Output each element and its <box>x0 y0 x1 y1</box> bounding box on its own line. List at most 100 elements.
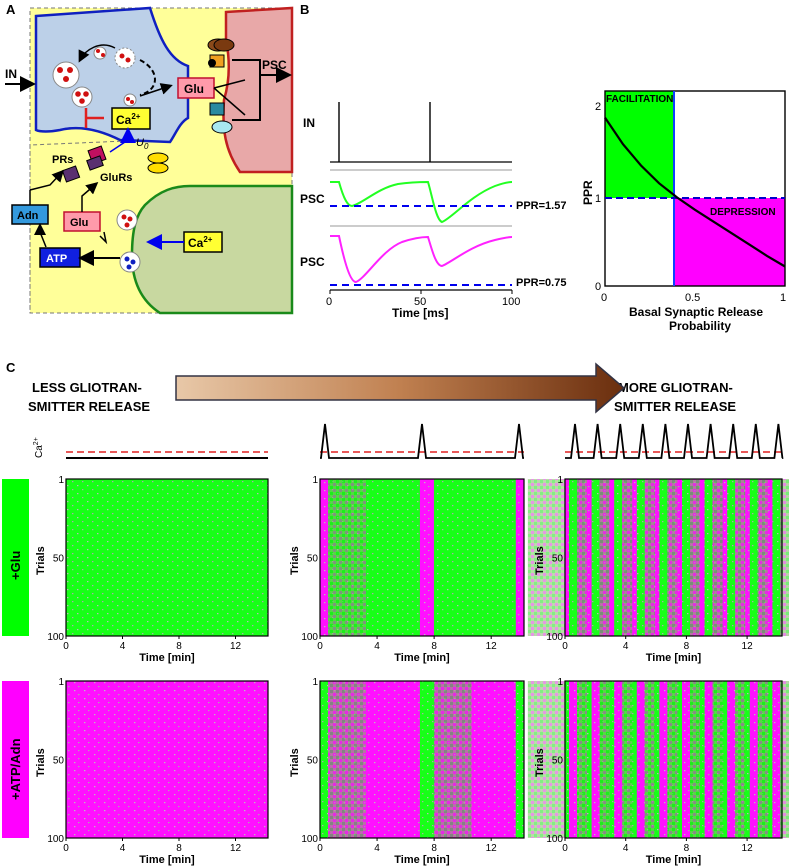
raster-xtick: 4 <box>120 843 126 854</box>
raster-ytick: 50 <box>307 554 319 565</box>
psc-label-a: PSC <box>262 58 287 72</box>
more-release-label-1: MORE GLIOTRAN- <box>618 380 733 395</box>
raster-ytick: 100 <box>546 632 563 643</box>
raster-xtick: 8 <box>176 641 182 652</box>
gradient-arrow <box>175 362 626 414</box>
ca-trace-left <box>66 451 268 459</box>
ppr-ytick-0: 0 <box>595 281 601 293</box>
in-label: IN <box>5 67 17 81</box>
adn-label: Adn <box>17 210 39 222</box>
raster-xlabel: Time [min] <box>646 652 702 664</box>
ppr-xtick-0: 0 <box>601 292 607 304</box>
raster-xtick: 12 <box>742 843 754 854</box>
raster-ytick: 1 <box>557 475 563 486</box>
raster-xtick: 4 <box>120 641 126 652</box>
trace-psc-label-2: PSC <box>300 255 325 269</box>
ca-pre-label: Ca2+ <box>116 112 141 127</box>
raster-ytick: 1 <box>312 475 318 486</box>
raster-ytick: 100 <box>47 834 64 845</box>
trace-psc-label-1: PSC <box>300 192 325 206</box>
trace-xlabel: Time [ms] <box>392 306 448 320</box>
raster-xtick: 12 <box>486 641 498 652</box>
less-release-label-2: SMITTER RELEASE <box>28 399 150 414</box>
raster-ytick: 1 <box>312 677 318 688</box>
panel-a-diagram: IN Glu <box>5 6 294 315</box>
receptor-icons-astro <box>61 145 107 183</box>
panel-label-a: A <box>6 2 16 17</box>
depression-region <box>674 198 785 286</box>
facilitation-region <box>605 91 674 198</box>
trials-ylabel: Trials <box>534 546 546 575</box>
raster-ytick: 1 <box>58 475 64 486</box>
panel-label-b: B <box>300 2 309 17</box>
raster-xtick: 8 <box>684 641 690 652</box>
psc-trace-facilitation <box>330 180 513 224</box>
panel-b-traces: IN PSC PPR=1.57 PSC PPR=0.75 0 50 100 Ti… <box>300 102 566 320</box>
raster-xtick: 8 <box>176 843 182 854</box>
atp-label: ATP <box>46 253 67 265</box>
raster-xtick: 0 <box>317 641 323 652</box>
glu-astro-label: Glu <box>70 217 88 229</box>
row-label-glu: +Glu <box>2 479 29 636</box>
raster-xlabel: Time [min] <box>139 652 195 664</box>
trace-xtick-0: 0 <box>326 296 332 308</box>
ca-trace-right <box>565 423 784 459</box>
ca-trace-middle <box>320 423 524 459</box>
trace-in-label: IN <box>303 116 315 130</box>
vesicle-cluster-icon <box>52 46 137 108</box>
raster-xtick: 8 <box>431 843 437 854</box>
raster-xlabel: Time [min] <box>646 854 702 866</box>
raster-xtick: 8 <box>684 843 690 854</box>
raster-ytick: 50 <box>552 756 564 767</box>
ppr-xlabel-2: Probability <box>669 319 731 333</box>
raster-ytick: 50 <box>53 554 65 565</box>
depression-label: DEPRESSION <box>710 207 776 218</box>
raster-xtick: 4 <box>623 843 629 854</box>
ppr-label-dep: PPR=0.75 <box>516 277 566 289</box>
raster-xtick: 8 <box>431 641 437 652</box>
row-label-atp-text: +ATP/Adn <box>8 738 23 800</box>
raster-xtick: 0 <box>562 641 568 652</box>
psc-trace-depression <box>330 235 513 284</box>
row-label-atp: +ATP/Adn <box>2 681 29 838</box>
raster-xtick: 0 <box>317 843 323 854</box>
raster-xtick: 12 <box>230 843 242 854</box>
astro-vesicles-icon <box>116 209 141 273</box>
raster-xtick: 0 <box>63 843 69 854</box>
raster-ytick: 100 <box>301 632 318 643</box>
ppr-ytick-1: 1 <box>595 193 601 205</box>
raster-xtick: 12 <box>230 641 242 652</box>
raster-ytick: 50 <box>307 756 319 767</box>
panel-label-c: C <box>6 360 16 375</box>
ca-axis-label: Ca2+ <box>33 437 45 458</box>
trials-ylabel: Trials <box>534 748 546 777</box>
raster-ytick: 50 <box>53 756 65 767</box>
trials-ylabel: Trials <box>289 748 301 777</box>
postsynaptic-neuron <box>222 6 294 174</box>
less-release-label-1: LESS GLIOTRAN- <box>32 380 142 395</box>
ppr-chart: FACILITATION DEPRESSION 2 1 0 PPR 0 0.5 … <box>581 90 786 333</box>
more-release-label-2: SMITTER RELEASE <box>614 399 736 414</box>
u0-label: U0 <box>136 137 149 151</box>
raster-xtick: 0 <box>63 641 69 652</box>
raster-xlabel: Time [min] <box>394 652 450 664</box>
raster-xtick: 12 <box>742 641 754 652</box>
raster-xlabel: Time [min] <box>139 854 195 866</box>
raster-ytick: 100 <box>47 632 64 643</box>
ppr-xtick-1: 0.5 <box>685 292 700 304</box>
trials-ylabel: Trials <box>289 546 301 575</box>
raster-xtick: 4 <box>374 843 380 854</box>
ppr-ylabel: PPR <box>581 180 595 205</box>
raster-xtick: 4 <box>623 641 629 652</box>
raster-xtick: 0 <box>562 843 568 854</box>
ppr-curve <box>604 116 786 268</box>
raster-ytick: 100 <box>301 834 318 845</box>
raster-xtick: 12 <box>486 843 498 854</box>
raster-xlabel: Time [min] <box>394 854 450 866</box>
trace-xtick-2: 100 <box>502 296 520 308</box>
ppr-xtick-2: 1 <box>780 292 786 304</box>
